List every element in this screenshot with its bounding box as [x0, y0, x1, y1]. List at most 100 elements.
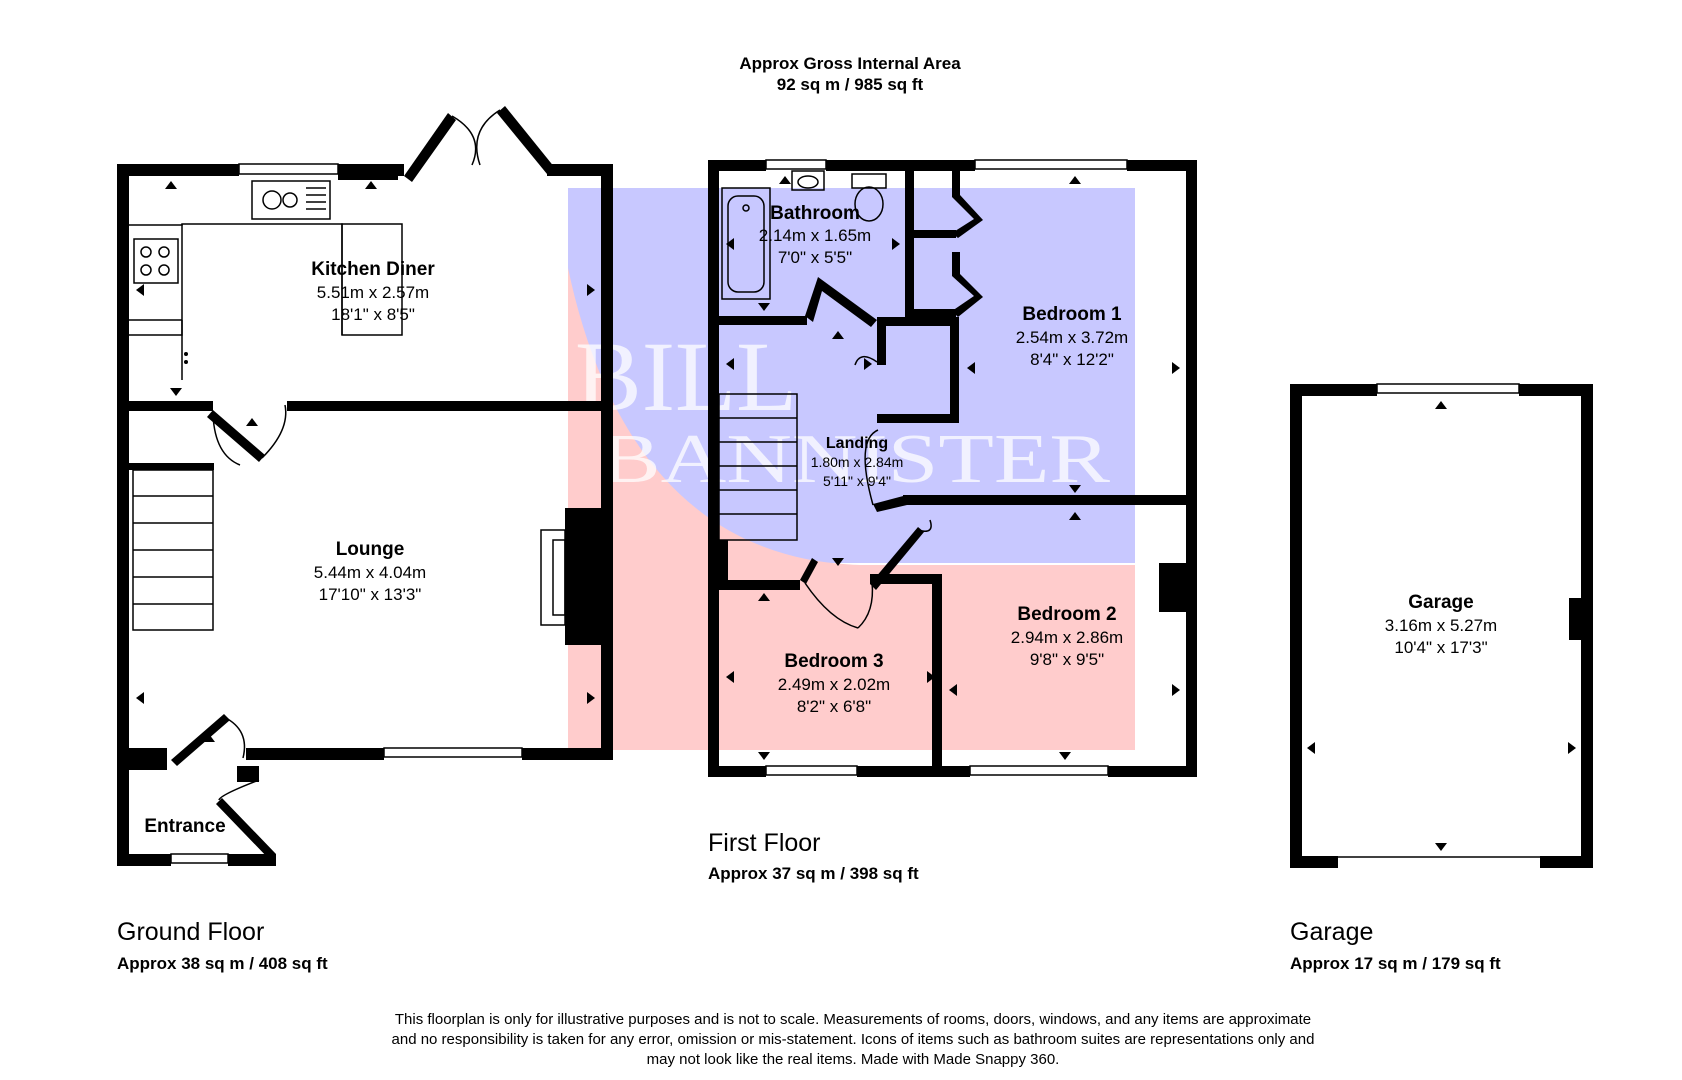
kitchen-diner-imperial: 18'1" x 8'5" — [331, 305, 415, 324]
door-swing — [212, 414, 241, 466]
gross-area-title: Approx Gross Internal Area — [739, 54, 961, 73]
first-floor-area: Approx 37 sq m / 398 sq ft — [708, 864, 919, 883]
ground-floor-plan: Kitchen Diner 5.51m x 2.57m 18'1" x 8'5"… — [117, 106, 613, 866]
toilet-icon — [851, 173, 887, 189]
kitchen-diner-name: Kitchen Diner — [311, 259, 435, 280]
measurement-arrows — [726, 176, 1180, 760]
bedroom2-imperial: 9'8" x 9'5" — [1030, 650, 1104, 669]
garage-floor-area: Approx 17 sq m / 179 sq ft — [1290, 954, 1501, 973]
wall — [522, 748, 613, 760]
wall — [1290, 856, 1338, 868]
wall — [547, 164, 613, 176]
door-swing — [261, 404, 287, 459]
wall — [1186, 160, 1197, 777]
wall — [1127, 160, 1197, 171]
sink-icon — [251, 180, 331, 220]
wall — [228, 854, 276, 866]
wall — [905, 171, 914, 317]
bath-icon — [721, 187, 771, 300]
bedroom3-metric: 2.49m x 2.02m — [778, 675, 890, 694]
door-swing — [917, 519, 932, 532]
wall — [171, 714, 230, 766]
measurement-arrows — [136, 181, 595, 742]
wall — [877, 414, 959, 423]
wall — [404, 113, 456, 182]
window — [1376, 383, 1520, 394]
disclaimer-line-3: may not look like the real items. Made w… — [647, 1051, 1060, 1068]
wall — [952, 171, 983, 238]
bathroom-imperial: 7'0" x 5'5" — [778, 248, 852, 267]
wall — [932, 574, 942, 777]
bedroom2-metric: 2.94m x 2.86m — [1011, 628, 1123, 647]
wall — [800, 558, 818, 584]
wall — [287, 401, 601, 411]
window — [974, 159, 1128, 170]
window — [969, 765, 1109, 776]
wall — [1290, 384, 1302, 868]
wall — [1108, 766, 1197, 777]
lounge-name: Lounge — [336, 539, 405, 560]
bedroom1-metric: 2.54m x 3.72m — [1016, 328, 1128, 347]
ground-stairs — [132, 469, 214, 631]
bedroom3-name: Bedroom 3 — [784, 651, 883, 672]
wall — [129, 401, 213, 411]
wall — [950, 317, 959, 423]
lounge-metric: 5.44m x 4.04m — [314, 563, 426, 582]
wall — [708, 766, 766, 777]
garage-metric: 3.16m x 5.27m — [1385, 616, 1497, 635]
wall — [826, 160, 975, 171]
wall — [708, 160, 766, 171]
hob-icon — [133, 238, 179, 284]
bathroom-name: Bathroom — [770, 203, 860, 224]
wall — [216, 798, 276, 860]
lounge-imperial: 17'10" x 13'3" — [319, 585, 422, 604]
wall — [237, 766, 259, 782]
window — [238, 163, 339, 175]
garage-name: Garage — [1408, 592, 1473, 613]
basin-icon — [791, 170, 825, 191]
bathroom-metric: 2.14m x 1.65m — [759, 226, 871, 245]
first-floor-label: First Floor — [708, 829, 821, 857]
wall — [1581, 384, 1593, 868]
wall — [1569, 598, 1581, 640]
window — [765, 159, 827, 170]
door-swing — [854, 356, 878, 366]
wall — [1290, 384, 1377, 396]
door-swing — [223, 716, 246, 759]
wall — [338, 164, 398, 180]
garage-plan: Garage 3.16m x 5.27m 10'4" x 17'3" — [1290, 383, 1593, 868]
measurement-arrows — [1307, 401, 1576, 851]
wall — [497, 106, 555, 174]
bedroom2-name: Bedroom 2 — [1017, 604, 1116, 625]
first-floor-plan: Bathroom 2.14m x 1.65m 7'0" x 5'5" Bedro… — [708, 159, 1197, 777]
wall — [877, 317, 959, 326]
wall — [719, 540, 728, 586]
french-door-leaf — [451, 115, 477, 166]
door-swing — [864, 429, 879, 506]
garage-imperial: 10'4" x 17'3" — [1394, 638, 1487, 657]
wall — [877, 317, 886, 365]
door-swing — [804, 582, 859, 629]
first-stairs — [718, 393, 798, 541]
wall — [1540, 856, 1593, 868]
window — [383, 747, 523, 758]
disclaimer-line-1: This floorplan is only for illustrative … — [395, 1011, 1311, 1028]
wall — [719, 316, 807, 325]
kitchen-fittings — [129, 180, 403, 380]
wall — [903, 495, 1197, 505]
door-swing — [857, 581, 874, 629]
chimney-breast — [1159, 563, 1186, 612]
bedroom1-imperial: 8'4" x 12'2" — [1030, 350, 1114, 369]
wall — [129, 748, 167, 770]
bedroom1-name: Bedroom 1 — [1022, 304, 1122, 325]
wall — [117, 854, 171, 866]
wall — [117, 164, 129, 866]
window — [170, 853, 229, 864]
wall — [873, 495, 907, 512]
bedroom3-imperial: 8'2" x 6'8" — [797, 697, 871, 716]
wall — [914, 309, 956, 317]
hearth — [552, 539, 566, 616]
wall — [246, 748, 384, 760]
gross-area-value: 92 sq m / 985 sq ft — [777, 75, 924, 94]
